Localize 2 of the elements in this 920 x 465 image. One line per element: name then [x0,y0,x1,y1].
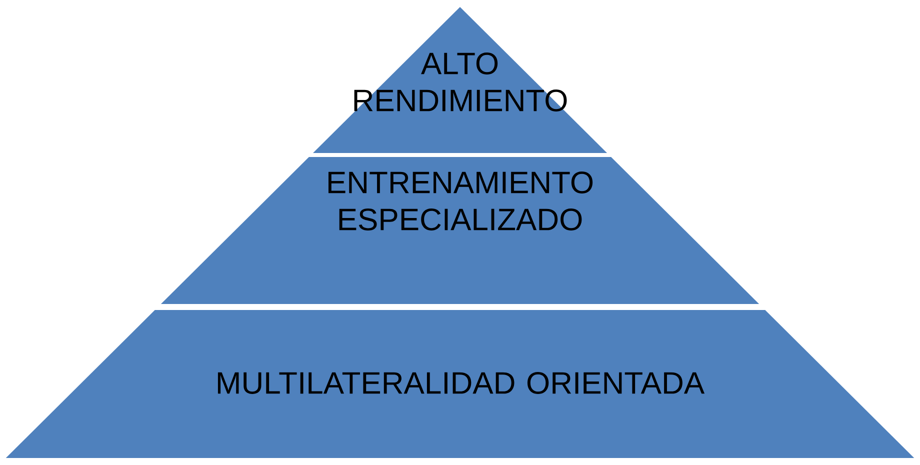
pyramid-tier: MULTILATERALIDAD ORIENTADA [6,310,914,458]
pyramid-tier: ENTRENAMIENTO ESPECIALIZADO [160,157,760,304]
